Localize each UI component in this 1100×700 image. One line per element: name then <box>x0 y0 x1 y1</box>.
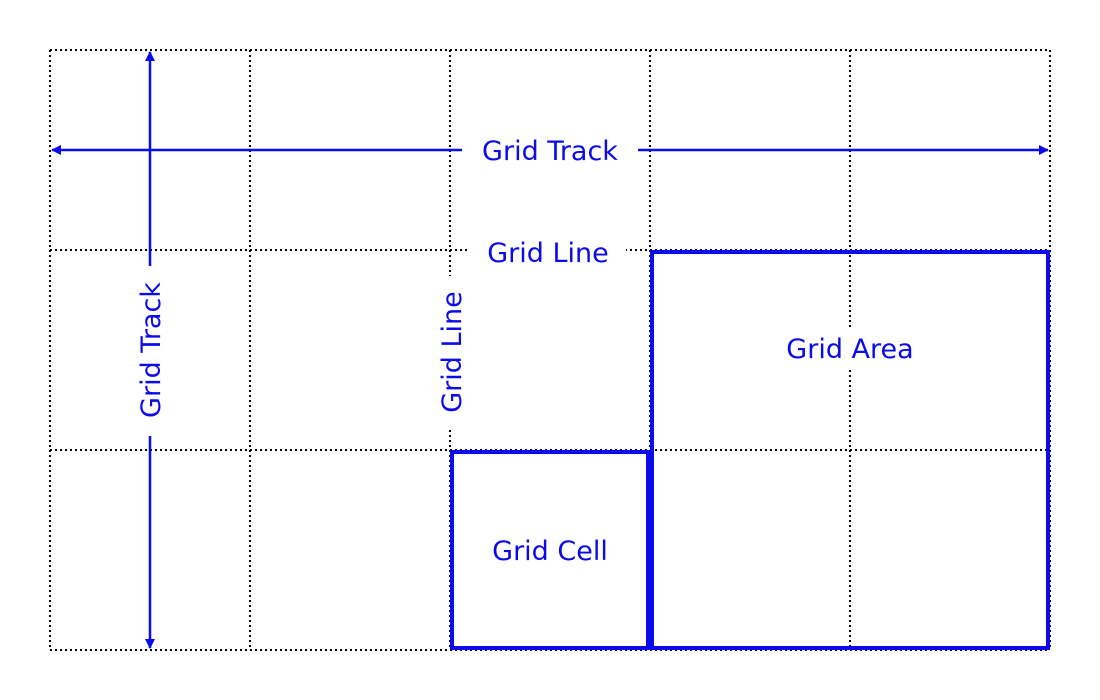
grid-cell-label: Grid Cell <box>492 536 608 567</box>
area-label-bg <box>770 330 930 368</box>
grid-cell-outline <box>450 450 650 650</box>
horizontal-line-label-bg <box>468 232 626 270</box>
vertical-line-label: Grid Line <box>437 291 468 413</box>
vertical-track-label-bg <box>132 266 170 436</box>
grid-area-outline <box>650 250 1050 650</box>
horizontal-track-label-bg <box>462 132 638 170</box>
horizontal-line-label: Grid Line <box>487 238 609 269</box>
horizontal-track-label: Grid Track <box>482 136 618 167</box>
vertical-track-label: Grid Track <box>136 282 167 418</box>
vertical-line-label-bg <box>432 276 470 428</box>
grid-area-label: Grid Area <box>786 334 913 365</box>
